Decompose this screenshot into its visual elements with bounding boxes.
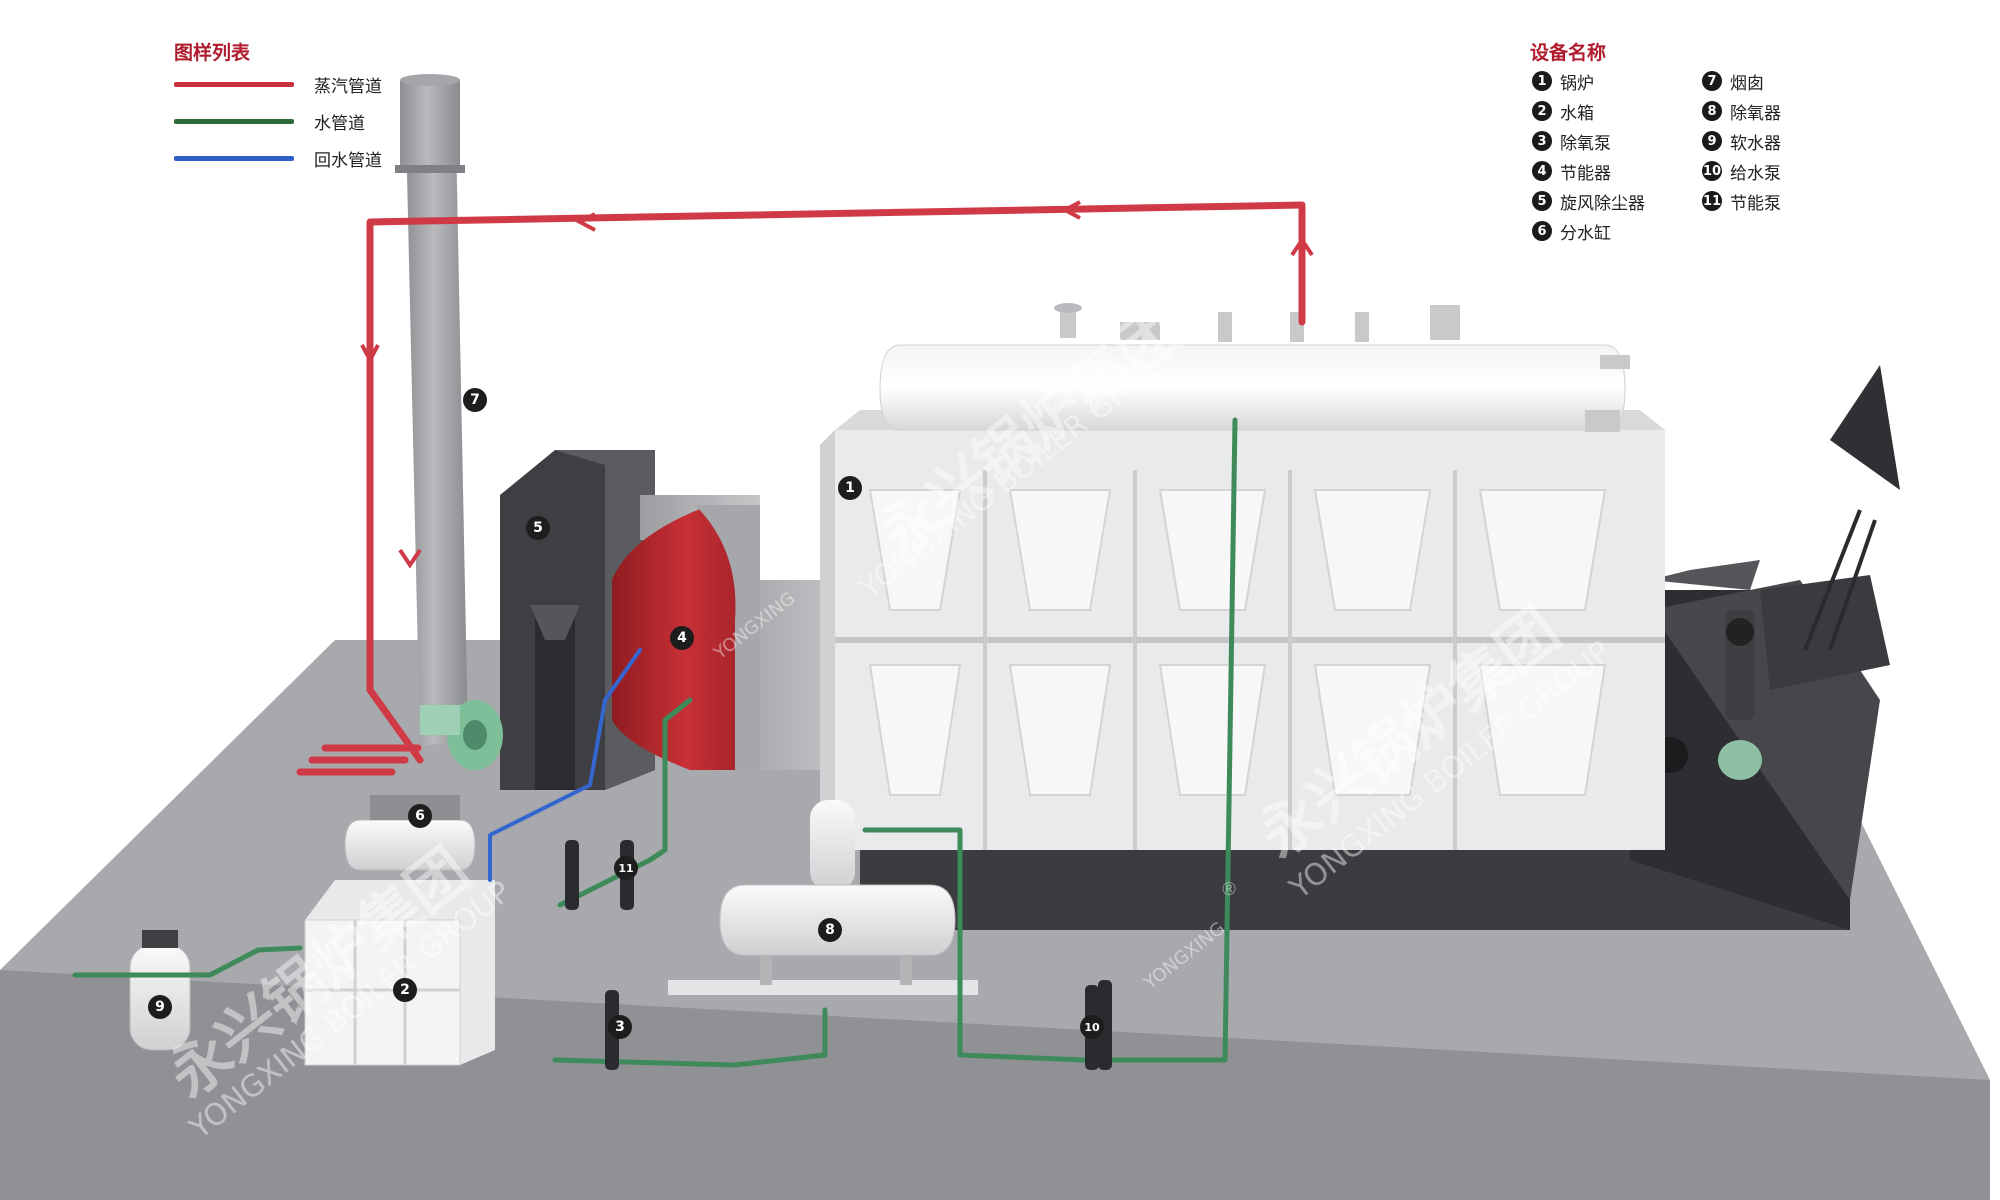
callout-2: 2 [393, 978, 417, 1002]
equipment-name: 水箱 [1560, 103, 1594, 124]
equipment-number-badge: 2 [1532, 101, 1552, 121]
equipment-name: 烟囱 [1730, 73, 1764, 94]
legend-title: 图样列表 [174, 42, 251, 64]
equipment-name: 除氧器 [1730, 103, 1781, 124]
equipment-item: 8 除氧器 [1702, 98, 1781, 124]
equipment-number-badge: 3 [1532, 131, 1552, 151]
equipment-item: 4 节能器 [1532, 158, 1611, 184]
equipment-list-title: 设备名称 [1530, 42, 1607, 64]
callout-9: 9 [148, 995, 172, 1019]
callout-1: 1 [838, 476, 862, 500]
equipment-number-badge: 10 [1702, 161, 1722, 181]
equipment-item: 7 烟囱 [1702, 68, 1764, 94]
equipment-name: 节能器 [1560, 163, 1611, 184]
equipment-number-badge: 1 [1532, 71, 1552, 91]
equipment-number-badge: 6 [1532, 221, 1552, 241]
legend-label-water: 水管道 [314, 113, 365, 134]
water-line-swatch [174, 118, 294, 124]
equipment-name: 软水器 [1730, 133, 1781, 154]
equipment-number-badge: 8 [1702, 101, 1722, 121]
legend-label-return: 回水管道 [314, 150, 382, 171]
boiler-body [820, 410, 1665, 850]
legend-item-steam: 蒸汽管道 [174, 70, 382, 98]
equipment-number-badge: 7 [1702, 71, 1722, 91]
equipment-item: 5 旋风除尘器 [1532, 188, 1645, 214]
equipment-number-badge: 9 [1702, 131, 1722, 151]
steam-header [344, 795, 476, 871]
equipment-item: 2 水箱 [1532, 98, 1594, 124]
equipment-name: 旋风除尘器 [1560, 193, 1645, 214]
water-tank [304, 880, 495, 1066]
equipment-name: 除氧泵 [1560, 133, 1611, 154]
equipment-item: 1 锅炉 [1532, 68, 1594, 94]
equipment-item: 6 分水缸 [1532, 218, 1611, 244]
induced-fan [420, 700, 503, 770]
return-line-swatch [174, 155, 294, 161]
callout-3: 3 [608, 1015, 632, 1039]
legend-item-return: 回水管道 [174, 144, 382, 172]
return-pipes [488, 648, 642, 882]
boiler-drum [879, 303, 1630, 432]
watermark-registered: ® [1220, 879, 1238, 900]
equipment-name: 分水缸 [1560, 223, 1611, 244]
equipment-item: 9 软水器 [1702, 128, 1781, 154]
steam-pipes [296, 201, 1306, 776]
boiler-drive [1652, 610, 1762, 780]
steam-line-swatch [174, 81, 294, 87]
callout-8: 8 [818, 918, 842, 942]
callout-6: 6 [408, 804, 432, 828]
steam-arrows [360, 200, 1314, 569]
legend-label-steam: 蒸汽管道 [314, 76, 382, 97]
equipment-number-badge: 4 [1532, 161, 1552, 181]
callout-7: 7 [463, 388, 487, 412]
equipment-name: 给水泵 [1730, 163, 1781, 184]
equipment-item: 11 节能泵 [1702, 188, 1781, 214]
equipment-name: 节能泵 [1730, 193, 1781, 214]
equipment-number-badge: 11 [1702, 191, 1722, 211]
equipment-number-badge: 5 [1532, 191, 1552, 211]
legend-item-water: 水管道 [174, 107, 365, 135]
chimney [395, 74, 468, 745]
callout-5: 5 [526, 516, 550, 540]
equipment-name: 锅炉 [1560, 73, 1594, 94]
equipment-item: 10 给水泵 [1702, 158, 1781, 184]
callout-4: 4 [670, 626, 694, 650]
callout-10: 10 [1080, 1015, 1104, 1039]
equipment-item: 3 除氧泵 [1532, 128, 1611, 154]
coal-hopper [1760, 365, 1900, 690]
callout-11: 11 [614, 856, 638, 880]
